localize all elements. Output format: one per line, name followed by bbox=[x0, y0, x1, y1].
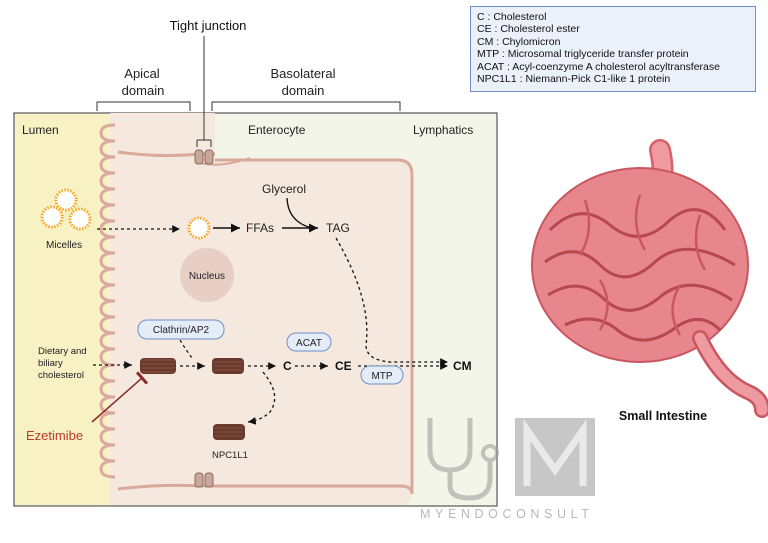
legend-item: C : Cholesterol bbox=[477, 11, 547, 23]
apical-label-2: domain bbox=[122, 83, 165, 98]
nucleus-label: Nucleus bbox=[189, 271, 225, 282]
micelles-cluster bbox=[40, 188, 92, 231]
c-label: C bbox=[283, 359, 292, 373]
tag-to-cm-arrow bbox=[335, 237, 448, 366]
ezetimibe-label: Ezetimibe bbox=[26, 428, 83, 443]
glycerol-label: Glycerol bbox=[262, 182, 306, 196]
small-intestine-illustration bbox=[531, 139, 768, 418]
mtp-label: MTP bbox=[371, 371, 392, 382]
ce-label: CE bbox=[335, 359, 352, 373]
recycling-arrow bbox=[247, 371, 276, 425]
clathrin-ap2-pill bbox=[137, 319, 225, 340]
dietary-label-2: biliary bbox=[38, 358, 63, 369]
acat-label: ACAT bbox=[296, 338, 322, 349]
apical-label-1: Apical bbox=[124, 66, 160, 81]
tight-junction-pointer bbox=[196, 36, 212, 147]
npc1l1-membrane-transporter bbox=[140, 358, 176, 374]
small-intestine-label: Small Intestine bbox=[619, 409, 707, 423]
legend-item: ACAT : Acyl-coenzyme A cholesterol acylt… bbox=[477, 60, 720, 73]
legend-item: CM : Chylomicron bbox=[477, 35, 561, 48]
tight-junction-bottom bbox=[194, 472, 214, 488]
ezetimibe-inhibition-line bbox=[91, 371, 149, 423]
acat-pill bbox=[286, 332, 332, 352]
dietary-label-1: Dietary and bbox=[38, 346, 87, 357]
clathrin-pointer bbox=[179, 339, 193, 359]
tight-junction-top bbox=[194, 149, 214, 165]
apical-bracket bbox=[96, 101, 191, 111]
cm-label: CM bbox=[453, 359, 472, 373]
tight-junction-label: Tight junction bbox=[170, 18, 247, 33]
mtp-pill bbox=[360, 365, 404, 385]
legend-item: CE : Cholesterol ester bbox=[477, 23, 580, 36]
microvilli bbox=[99, 123, 116, 479]
ffas-label: FFAs bbox=[246, 221, 274, 235]
legend-item: NPC1L1 : Niemann-Pick C1-like 1 protein bbox=[477, 73, 671, 86]
micelles-label: Micelles bbox=[46, 240, 82, 251]
nucleus bbox=[180, 248, 234, 302]
basolateral-label-1: Basolateral bbox=[270, 66, 335, 81]
membrane-curve bbox=[199, 157, 251, 166]
tag-label: TAG bbox=[326, 221, 350, 235]
dietary-label-3: cholesterol bbox=[38, 370, 84, 381]
abbreviation-legend: C : Cholesterol CE : Cholesterol ester C… bbox=[470, 6, 756, 92]
lumen-label: Lumen bbox=[22, 123, 59, 137]
basolateral-label-2: domain bbox=[282, 83, 325, 98]
watermark-text: MYENDOCONSULT bbox=[420, 507, 594, 521]
lymphatics-label: Lymphatics bbox=[413, 123, 473, 137]
watermark-logo bbox=[427, 418, 595, 501]
npc1l1-label: NPC1L1 bbox=[212, 450, 248, 461]
enterocyte-cell bbox=[110, 113, 412, 505]
legend-item: MTP : Microsomal triglyceride transfer p… bbox=[477, 48, 689, 61]
enterocyte-label: Enterocyte bbox=[248, 123, 306, 137]
intracellular-micelle bbox=[187, 216, 211, 240]
clathrin-label: Clathrin/AP2 bbox=[153, 325, 210, 336]
basolateral-membrane bbox=[215, 158, 414, 493]
lumen-zone bbox=[15, 114, 111, 505]
npc1l1-vesicle bbox=[212, 358, 244, 374]
npc1l1-recycled bbox=[213, 424, 245, 440]
basolateral-bracket bbox=[211, 101, 401, 111]
glycerol-arrow bbox=[286, 197, 313, 229]
